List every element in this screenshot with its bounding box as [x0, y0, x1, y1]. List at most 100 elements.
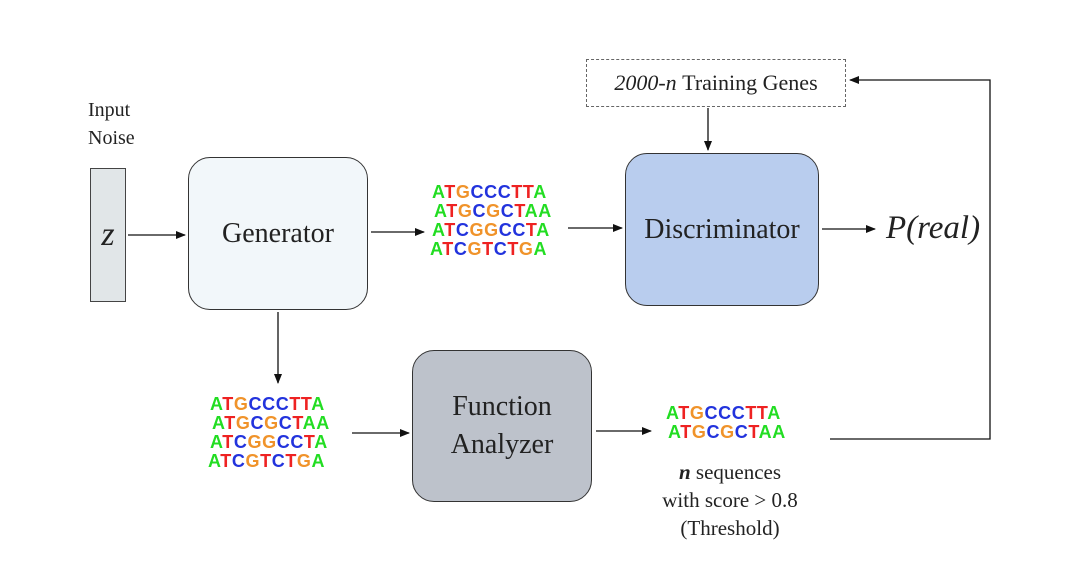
- output-probability-text: P(real): [886, 210, 981, 246]
- training-genes-count: 2000-n: [614, 70, 677, 95]
- nucleotide: G: [455, 182, 471, 202]
- nucleotide: A: [767, 403, 781, 423]
- nucleotide: A: [311, 394, 325, 414]
- nucleotide: A: [434, 201, 447, 221]
- nucleotide: C: [704, 403, 719, 423]
- nucleotide: C: [248, 394, 263, 414]
- nucleotide: C: [706, 422, 721, 442]
- nucleotide: C: [512, 220, 526, 240]
- nucleotide: T: [292, 413, 303, 433]
- nucleotide: G: [233, 394, 249, 414]
- nucleotide: G: [262, 432, 277, 452]
- nucleotide: T: [748, 422, 759, 442]
- nucleotide: T: [224, 413, 236, 433]
- input-noise-label-line2: Noise: [88, 127, 135, 149]
- function-analyzer-box: Function Analyzer: [412, 350, 592, 502]
- nucleotide: A: [533, 182, 547, 202]
- sequence-line: ATCGGCCTA: [210, 433, 330, 452]
- discriminator-box: Discriminator: [625, 153, 819, 306]
- nucleotide: G: [689, 403, 705, 423]
- nucleotide: T: [285, 451, 297, 471]
- nucleotide: T: [444, 182, 456, 202]
- sequence-line: ATGCGCTAA: [212, 414, 330, 433]
- feedback-arrow-to-training: [830, 76, 991, 440]
- nucleotide: G: [247, 432, 263, 452]
- nucleotide: A: [302, 413, 317, 433]
- nucleotide: C: [275, 394, 290, 414]
- training-genes-box: 2000-n Training Genes: [586, 59, 846, 107]
- nucleotide: A: [666, 403, 679, 423]
- nucleotide: T: [525, 220, 537, 240]
- nucleotide: C: [250, 413, 265, 433]
- nucleotide: C: [493, 239, 508, 259]
- selection-caption-line2: with score > 0.8: [662, 488, 798, 512]
- nucleotide: A: [533, 239, 548, 259]
- generator-box: Generator: [188, 157, 368, 310]
- nucleotide: C: [731, 403, 746, 423]
- input-noise-label: Input Noise: [88, 96, 135, 152]
- nucleotide: C: [262, 394, 276, 414]
- nucleotide: A: [430, 239, 443, 259]
- nucleotide: G: [720, 422, 735, 442]
- nucleotide: T: [507, 239, 519, 259]
- noise-vector-box: z: [90, 168, 126, 302]
- nucleotide: T: [222, 394, 234, 414]
- selection-caption-sequences: sequences: [690, 460, 782, 484]
- nucleotide: G: [486, 201, 501, 221]
- selection-caption-line1: n sequences: [630, 458, 830, 486]
- nucleotide: G: [245, 451, 261, 471]
- nucleotide: T: [444, 220, 456, 240]
- selection-caption: n sequences with score > 0.8 (Threshold): [630, 458, 830, 542]
- nucleotide: C: [278, 413, 293, 433]
- nucleotide: C: [498, 220, 513, 240]
- output-probability-label: P(real): [886, 210, 980, 247]
- nucleotide: C: [276, 432, 291, 452]
- nucleotide: C: [453, 239, 468, 259]
- nucleotide: A: [524, 201, 539, 221]
- nucleotide: T: [289, 394, 301, 414]
- sequence-line: ATCGTCTGA: [208, 452, 330, 471]
- nucleotide: T: [220, 451, 232, 471]
- nucleotide: T: [514, 201, 525, 221]
- nucleotide: C: [271, 451, 286, 471]
- nucleotide: A: [316, 413, 330, 433]
- nucleotide: A: [314, 432, 328, 452]
- nucleotide: T: [511, 182, 523, 202]
- nucleotide: C: [484, 182, 498, 202]
- nucleotide: C: [470, 182, 485, 202]
- selection-caption-line3: (Threshold): [680, 516, 780, 540]
- selection-count-symbol: n: [678, 460, 691, 484]
- training-genes-label: Training Genes: [682, 70, 818, 95]
- sequence-line: ATGCCCTTA: [432, 183, 552, 202]
- sequence-line: ATCGTCTGA: [430, 240, 552, 259]
- nucleotide: C: [734, 422, 749, 442]
- nucleotide: G: [691, 422, 707, 442]
- nucleotide: A: [668, 422, 681, 442]
- nucleotide: A: [772, 422, 786, 442]
- nucleotide: A: [311, 451, 326, 471]
- nucleotide: A: [758, 422, 773, 442]
- nucleotide: G: [467, 239, 483, 259]
- sequence-line: ATCGGCCTA: [432, 221, 552, 240]
- sequence-line: ATGCGCTAA: [668, 423, 786, 442]
- noise-symbol: z: [101, 216, 115, 253]
- nucleotide: C: [233, 432, 248, 452]
- nucleotide: C: [231, 451, 246, 471]
- nucleotide: T: [300, 394, 312, 414]
- input-noise-label-line1: Input: [88, 99, 131, 121]
- nucleotide: A: [212, 413, 225, 433]
- nucleotide: C: [455, 220, 470, 240]
- nucleotide: T: [303, 432, 315, 452]
- nucleotide: C: [290, 432, 304, 452]
- nucleotide: T: [745, 403, 757, 423]
- nucleotide: T: [222, 432, 234, 452]
- nucleotide: A: [432, 182, 445, 202]
- nucleotide: G: [264, 413, 279, 433]
- nucleotide: T: [756, 403, 768, 423]
- nucleotide: A: [210, 432, 223, 452]
- nucleotide: T: [442, 239, 454, 259]
- function-analyzer-label-line1: Function: [452, 391, 552, 422]
